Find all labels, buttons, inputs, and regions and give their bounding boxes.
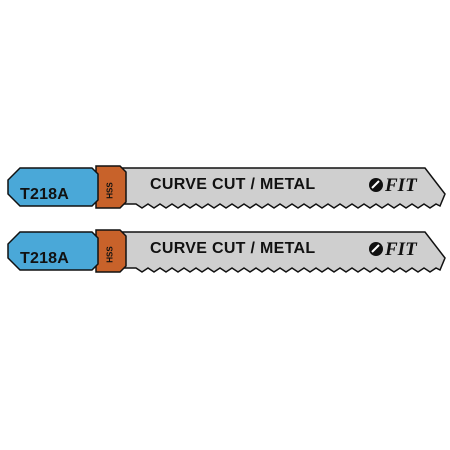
model-label: T218A — [20, 250, 70, 267]
brand-text: FIT — [385, 175, 417, 196]
blade-collar — [95, 165, 127, 209]
application-label: CURVE CUT / METAL — [150, 240, 316, 257]
fit-logo-icon — [369, 242, 383, 256]
blade-collar — [95, 229, 127, 273]
model-label: T218A — [20, 186, 70, 203]
blade-shape-2 — [7, 229, 446, 273]
blade-shape-1 — [7, 165, 446, 209]
blade-steel — [117, 167, 446, 209]
brand-logo: FIT — [368, 175, 417, 197]
blade-steel — [117, 231, 446, 273]
application-label: CURVE CUT / METAL — [150, 176, 316, 193]
blade-shank — [7, 167, 99, 207]
material-label: HSS — [105, 246, 115, 263]
material-label: HSS — [105, 182, 115, 199]
brand-logo: FIT — [368, 239, 417, 261]
brand-text: FIT — [385, 239, 417, 260]
blade-shank — [7, 231, 99, 271]
fit-logo-icon — [369, 178, 383, 192]
